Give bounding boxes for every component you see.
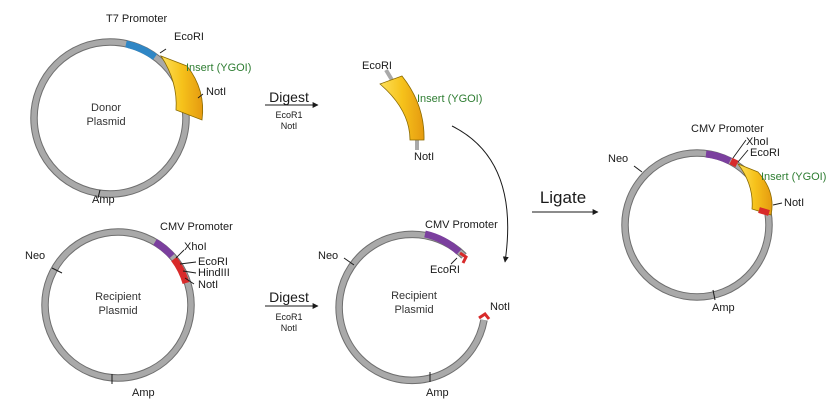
fragment-ecori-stub xyxy=(384,68,394,82)
final-cmv-promoter-segment xyxy=(705,150,732,165)
recipient-xhoi-label: XhoI xyxy=(184,241,207,253)
digest-top-label: Digest xyxy=(269,89,309,105)
recipient-neo-tick xyxy=(51,267,63,274)
final-insert-segment xyxy=(736,163,773,216)
final-ecori-leader xyxy=(737,149,749,163)
recipient-noti-leader xyxy=(184,277,195,285)
digested-ecori-label: EcoRI xyxy=(430,264,460,276)
digested-center-line1: Recipient xyxy=(391,290,437,302)
final-neo-label: Neo xyxy=(608,153,628,165)
donor-amp-tick xyxy=(97,189,101,199)
digested-amp-label: Amp xyxy=(426,387,449,399)
donor-backbone xyxy=(31,39,189,197)
digested-neo-tick xyxy=(343,257,355,266)
donor-center-line2: Plasmid xyxy=(86,116,125,128)
final-insert-label: Insert (YGOI) xyxy=(761,171,826,183)
recipient-ecori-leader xyxy=(179,261,197,265)
recipient-cmv-promoter-segment xyxy=(153,238,175,259)
digested-ecori-cut xyxy=(459,251,468,264)
digest-step-top: Digest EcoR1 NotI xyxy=(265,89,319,131)
final-ecori-label: EcoRI xyxy=(750,147,780,159)
fragment-to-recipient-arrow xyxy=(451,125,509,263)
final-noti-label: NotI xyxy=(784,197,804,209)
ligate-step: Ligate xyxy=(532,188,599,215)
donor-center-line1: Donor xyxy=(91,102,121,114)
digested-backbone xyxy=(336,231,487,384)
fragment-insert-label: Insert (YGOI) xyxy=(417,93,482,105)
fragment-insert-segment xyxy=(379,75,425,141)
digested-cmv-label: CMV Promoter xyxy=(425,219,498,231)
recipient-plasmid: CMV Promoter XhoI EcoRI HindIII NotI Neo… xyxy=(25,221,233,399)
final-cmv-label: CMV Promoter xyxy=(691,123,764,135)
fragment-noti-label: NotI xyxy=(414,151,434,163)
donor-t7-promoter-segment xyxy=(125,40,158,60)
recipient-neo-label: Neo xyxy=(25,250,45,262)
digest-bottom-enzyme1: EcoR1 xyxy=(275,312,302,322)
final-xhoi-leader xyxy=(732,139,747,159)
final-amp-label: Amp xyxy=(712,302,735,314)
final-ecori-site xyxy=(729,157,739,168)
recipient-noti-label: NotI xyxy=(198,279,218,291)
digest-top-enzyme2: NotI xyxy=(281,121,298,131)
recipient-hindiii-label: HindIII xyxy=(198,267,230,279)
recipient-hindiii-leader xyxy=(182,270,197,274)
recipient-mcs-segment xyxy=(171,256,190,285)
donor-plasmid: T7 Promoter EcoRI Insert (YGOI) NotI Don… xyxy=(30,13,251,206)
ligate-label: Ligate xyxy=(540,188,586,207)
recipient-center-line1: Recipient xyxy=(95,291,141,303)
digested-center-line2: Plasmid xyxy=(394,304,433,316)
digest-bottom-label: Digest xyxy=(269,289,309,305)
donor-amp-label: Amp xyxy=(92,194,115,206)
final-backbone xyxy=(622,150,772,300)
donor-insert-label: Insert (YGOI) xyxy=(186,62,251,74)
donor-ecori-label: EcoRI xyxy=(174,31,204,43)
digested-neo-label: Neo xyxy=(318,250,338,262)
digested-recipient-plasmid: CMV Promoter EcoRI NotI Neo Recipient Pl… xyxy=(318,219,510,399)
recipient-amp-label: Amp xyxy=(132,387,155,399)
recipient-xhoi-leader xyxy=(175,249,185,259)
donor-noti-label: NotI xyxy=(206,86,226,98)
final-xhoi-label: XhoI xyxy=(746,136,769,148)
digested-cmv-promoter-segment xyxy=(424,230,462,255)
digested-noti-cut xyxy=(478,311,491,320)
recipient-backbone xyxy=(42,229,194,381)
donor-insert-segment xyxy=(159,55,204,121)
final-neo-tick xyxy=(633,165,643,173)
digested-noti-label: NotI xyxy=(490,301,510,313)
final-noti-leader xyxy=(772,202,783,206)
digested-ecori-leader xyxy=(450,257,458,265)
recipient-ecori-label: EcoRI xyxy=(198,256,228,268)
insert-fragment: EcoRI Insert (YGOI) NotI xyxy=(362,60,482,163)
donor-noti-leader xyxy=(197,93,204,99)
digest-bottom-enzyme2: NotI xyxy=(281,323,298,333)
fragment-ecori-label: EcoRI xyxy=(362,60,392,72)
recipient-center-line2: Plasmid xyxy=(98,305,137,317)
digest-top-enzyme1: EcoR1 xyxy=(275,110,302,120)
digest-step-bottom: Digest EcoR1 NotI xyxy=(265,289,319,333)
donor-t7-promoter-label: T7 Promoter xyxy=(106,13,167,25)
recipient-cmv-label: CMV Promoter xyxy=(160,221,233,233)
final-noti-site xyxy=(758,207,770,216)
donor-ecori-tick xyxy=(159,48,167,54)
final-plasmid: CMV Promoter XhoI EcoRI Insert (YGOI) No… xyxy=(608,123,826,314)
final-amp-tick xyxy=(712,289,716,301)
